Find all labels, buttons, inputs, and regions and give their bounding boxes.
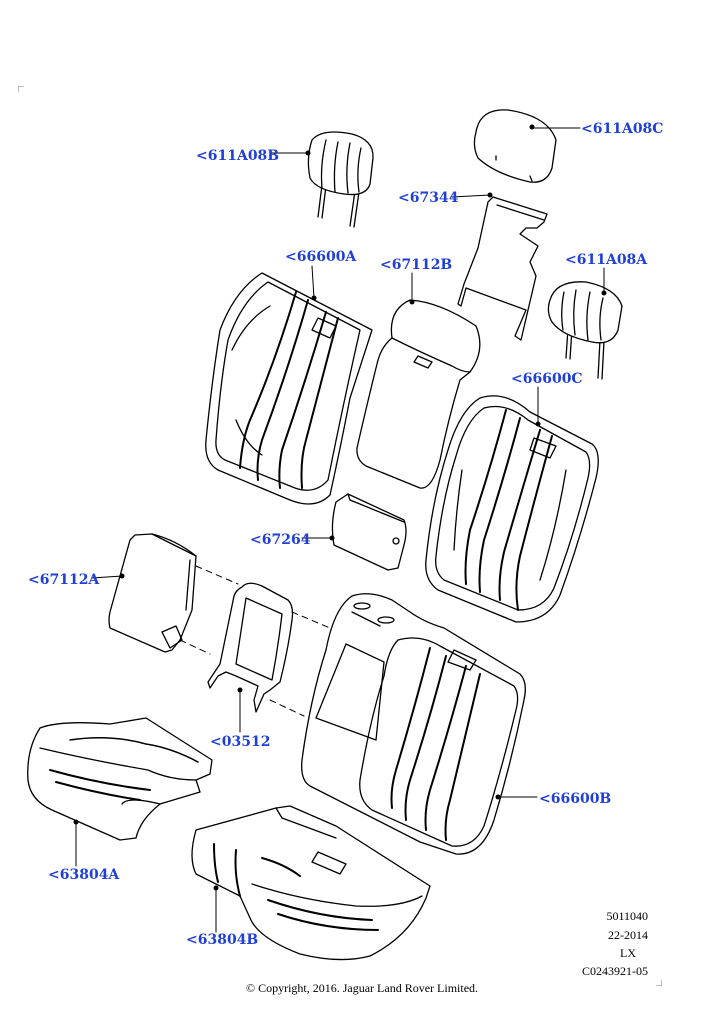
alignment-dashes bbox=[180, 566, 330, 716]
callout-66600C[interactable]: <66600C bbox=[511, 371, 583, 387]
seat-base-66600B bbox=[302, 594, 526, 854]
headrest-611A08A bbox=[548, 282, 622, 379]
callout-03512[interactable]: <03512 bbox=[210, 734, 271, 750]
callout-67344[interactable]: <67344 bbox=[398, 190, 459, 206]
cushion-63804A bbox=[28, 718, 212, 840]
illustration-code: C0243921-05 bbox=[582, 964, 648, 978]
headrest-611A08B bbox=[308, 132, 373, 227]
callout-611A08A[interactable]: <611A08A bbox=[565, 252, 648, 268]
callout-63804A[interactable]: <63804A bbox=[48, 867, 120, 883]
reference-number: 5011040 bbox=[606, 909, 648, 923]
copyright-notice: © Copyright, 2016. Jaguar Land Rover Lim… bbox=[245, 981, 479, 995]
callout-67112B[interactable]: <67112B bbox=[380, 257, 453, 273]
cushion-63804B bbox=[192, 806, 430, 960]
headrest-611A08C bbox=[474, 110, 556, 182]
callout-66600A[interactable]: <66600A bbox=[285, 249, 357, 265]
callout-67112A[interactable]: <67112A bbox=[28, 572, 100, 588]
foam-67112A bbox=[109, 534, 196, 652]
callout-66600B[interactable]: <66600B bbox=[539, 791, 612, 807]
issue-date: 22-2014 bbox=[608, 928, 648, 942]
backrest-66600A bbox=[206, 273, 372, 504]
frame-03512 bbox=[208, 583, 293, 712]
callout-67264[interactable]: <67264 bbox=[250, 532, 311, 548]
model-code: LX bbox=[620, 946, 636, 960]
side-bolster-67264 bbox=[332, 494, 406, 570]
callout-611A08C[interactable]: <611A08C bbox=[581, 121, 664, 137]
crop-mark-top-left bbox=[18, 86, 24, 92]
callout-63804B[interactable]: <63804B bbox=[186, 932, 259, 948]
leader-dots bbox=[73, 124, 607, 891]
crop-mark-bottom-right bbox=[656, 980, 662, 986]
backrest-foam-67112B bbox=[357, 300, 480, 488]
callout-611A08B[interactable]: <611A08B bbox=[196, 148, 280, 164]
leader-lines bbox=[76, 128, 604, 932]
backrest-66600C bbox=[426, 396, 599, 622]
panel-67344 bbox=[458, 197, 547, 340]
